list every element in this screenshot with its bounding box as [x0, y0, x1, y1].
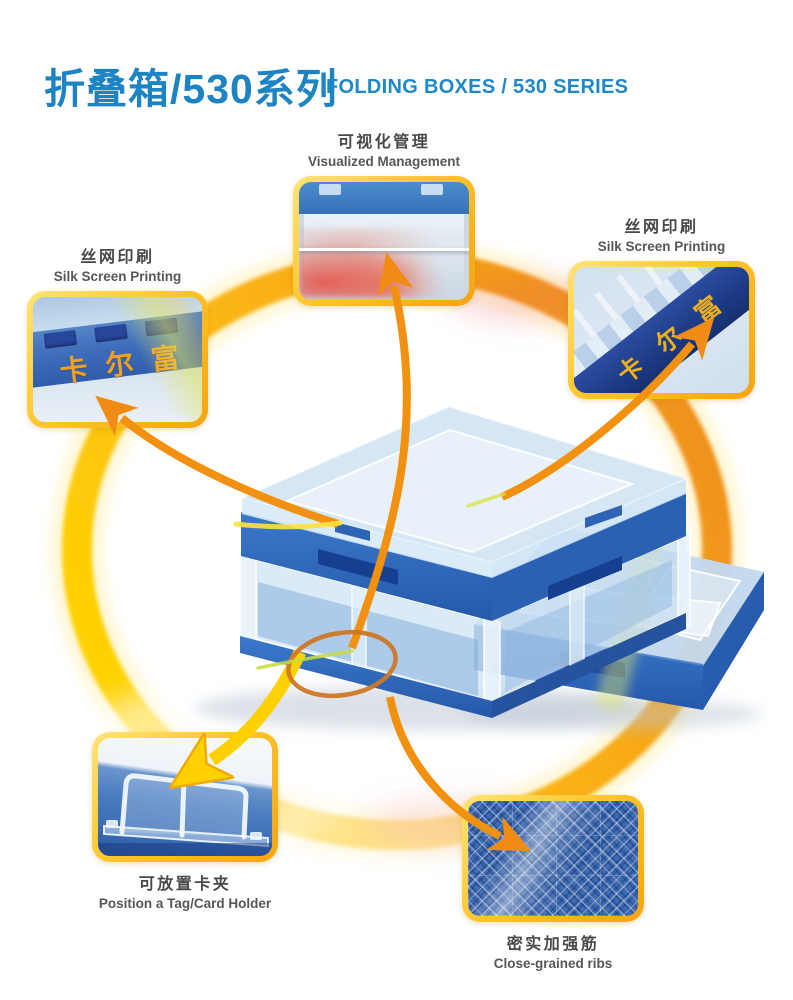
callout-label-zh: 可视化管理 — [337, 134, 431, 151]
feature-highlight-ellipse — [286, 629, 398, 699]
slab-shadow — [462, 698, 762, 730]
page-subtitle: FOLDING BOXES / 530 SERIES — [326, 76, 629, 98]
callout-label-zh: 密实加强筋 — [506, 936, 600, 953]
callout-card-holder: 可放置卡夹 Position a Tag/Card Holder — [92, 732, 278, 911]
folded-box — [473, 526, 764, 712]
lid-tab — [319, 184, 342, 195]
callout-label-en: Visualized Management — [307, 154, 461, 169]
callout-photo-frame — [293, 176, 475, 306]
callout-silk-screen-right: 丝网印刷 Silk Screen Printing 卡尔富 — [568, 213, 755, 399]
callout-label-en: Silk Screen Printing — [53, 269, 182, 284]
callout-label-zh: 可放置卡夹 — [138, 876, 232, 893]
callout-photo-frame — [462, 795, 644, 922]
visible-contents-glow — [299, 229, 456, 298]
swoosh-line — [466, 492, 506, 508]
callout-visualized-management: 可视化管理 Visualized Management — [293, 128, 475, 306]
photo-silk-screen-right: 卡尔富 — [574, 267, 749, 393]
photo-card-holder — [98, 738, 272, 856]
callout-ribs: 密实加强筋 Close-grained ribs — [462, 795, 644, 971]
ring-glow-streak — [33, 297, 202, 422]
photo-silk-screen-left: 卡尔富 — [33, 297, 202, 422]
arrow-up-icon — [348, 252, 414, 650]
callout-label-zh: 丝网印刷 — [624, 219, 699, 236]
box-base-strip — [98, 843, 272, 856]
lid-tab — [421, 184, 444, 195]
callout-caption: 密实加强筋 Close-grained ribs — [462, 930, 644, 971]
callout-silk-screen-left: 丝网印刷 Silk Screen Printing 卡尔富 — [27, 243, 208, 428]
photo-visualized-management — [299, 182, 469, 300]
callout-photo-frame: 卡尔富 — [27, 291, 208, 428]
swoosh-line — [256, 649, 354, 670]
callout-photo-frame — [92, 732, 278, 862]
box-shadow — [195, 686, 645, 730]
photo-close-grained-ribs — [468, 801, 638, 916]
rotated-rim-group: 卡尔富 — [574, 267, 749, 393]
card-holder-clip — [103, 773, 269, 848]
callout-label-zh: 丝网印刷 — [80, 249, 155, 266]
page-title: 折叠箱/530系列 — [44, 66, 338, 112]
callout-caption: 丝网印刷 Silk Screen Printing — [568, 213, 755, 254]
assembled-box — [239, 406, 691, 718]
panel-seam — [299, 248, 469, 252]
callout-caption: 可视化管理 Visualized Management — [293, 128, 475, 169]
swoosh-line — [233, 520, 343, 530]
arrow-up-left-icon — [95, 395, 340, 528]
callout-label-en: Position a Tag/Card Holder — [98, 896, 272, 911]
callout-label-en: Close-grained ribs — [493, 956, 613, 971]
callout-caption: 丝网印刷 Silk Screen Printing — [27, 243, 208, 284]
callout-photo-frame: 卡尔富 — [568, 261, 755, 399]
callout-caption: 可放置卡夹 Position a Tag/Card Holder — [92, 870, 278, 911]
callout-label-en: Silk Screen Printing — [597, 239, 726, 254]
